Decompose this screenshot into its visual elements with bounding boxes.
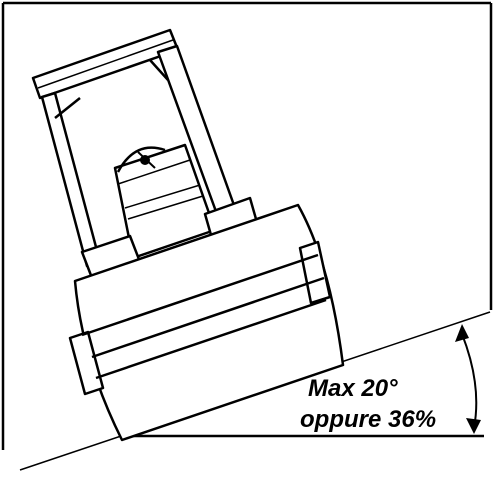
- angle-arrow-icon: [455, 324, 481, 434]
- slope-label: Max 20° oppure 36%: [300, 375, 436, 433]
- slope-label-max: Max 20°: [308, 375, 398, 402]
- slope-label-percent: oppure 36%: [300, 406, 436, 433]
- diagram-frame: [1, 1, 493, 450]
- roller-compactor-illustration: [31, 28, 345, 442]
